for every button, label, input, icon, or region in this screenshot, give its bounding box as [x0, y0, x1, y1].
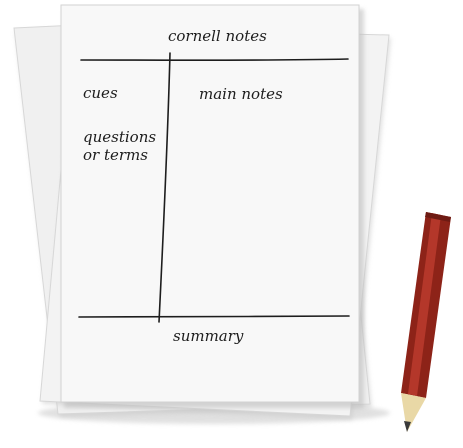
cues-label: cues: [83, 84, 118, 102]
cue-column-divider-line: [158, 52, 171, 323]
front-sheet: [60, 4, 364, 408]
pencil-icon: [401, 212, 451, 432]
questions-or-terms-label: questions or terms: [83, 128, 156, 164]
summary-label: summary: [173, 327, 244, 345]
questions-label-line1: questions: [83, 128, 157, 146]
summary-divider-line: [78, 315, 350, 318]
page-title: cornell notes: [168, 27, 267, 45]
header-divider-line: [80, 58, 349, 62]
main-notes-label: main notes: [199, 85, 283, 103]
questions-label-line2: or terms: [83, 146, 148, 164]
